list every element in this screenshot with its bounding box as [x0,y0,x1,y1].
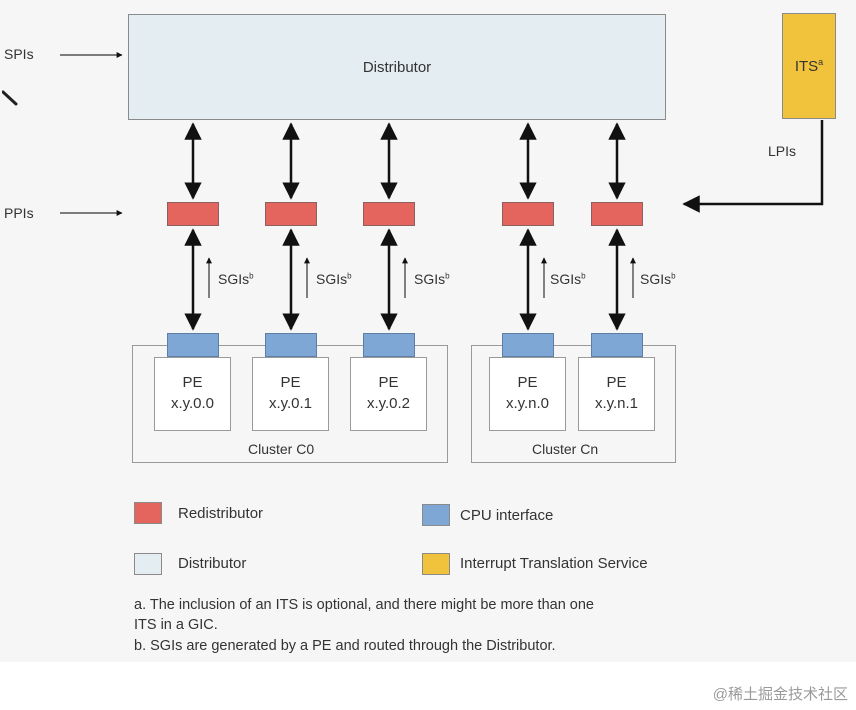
cpu-interface-5 [591,333,643,357]
ppis-label: PPIs [4,205,34,221]
sgi-label-4: SGIsb [550,271,586,287]
pe-id: x.y.n.0 [505,395,550,412]
sgi-footnote-mark: b [671,271,676,281]
pe-x-y-n-0: PE x.y.n.0 [489,357,566,431]
legend-swatch-its [422,553,450,575]
sgi-footnote-mark: b [249,271,254,281]
connector-arrows [60,52,824,331]
its-text: ITS [794,58,819,75]
redistributor-5 [591,202,643,226]
cluster-c0-label: Cluster C0 [248,441,315,457]
cluster-cn-label: Cluster Cn [532,441,599,457]
redistributor-4 [502,202,554,226]
sgi-label-3: SGIsb [414,271,450,287]
footnote-b: b. SGIs are generated by a PE and routed… [134,638,556,654]
pe-title: PE [378,374,399,391]
its-block: ITSa [782,13,836,119]
legend-swatch-redistributor [134,502,162,524]
sgi-label-5: SGIsb [640,271,676,287]
its-footnote-mark: a [818,57,824,67]
legend-swatch-distributor [134,553,162,575]
pe-x-y-n-1: PE x.y.n.1 [578,357,655,431]
sgi-footnote-mark: b [445,271,450,281]
sgi-text: SGIs [640,271,672,287]
its-lpi-arrow [682,120,824,213]
sgi-text: SGIs [414,271,446,287]
cpu-interface-3 [363,333,415,357]
cpu-interface-2 [265,333,317,357]
cluster-cn [471,345,676,463]
footnote-a-line1: a. The inclusion of an ITS is optional, … [134,597,594,613]
pe-id: x.y.0.0 [170,395,215,412]
pe-x-y-0-0: PE x.y.0.0 [154,357,231,431]
watermark: @稀土掘金技术社区 [712,686,848,703]
redistributor-3 [363,202,415,226]
bottom-strip [0,662,856,710]
legend-label-distributor: Distributor [178,555,247,572]
pe-x-y-0-1: PE x.y.0.1 [252,357,329,431]
its-label: ITSa [783,57,835,75]
spis-label: SPIs [4,46,34,62]
redistributor-2 [265,202,317,226]
pe-title: PE [517,374,538,391]
legend-swatch-cpu-interface [422,504,450,526]
sgi-text: SGIs [218,271,250,287]
footnote-a-line2: ITS in a GIC. [134,617,218,633]
lpis-label: LPIs [768,143,797,159]
pe-id: x.y.n.1 [594,395,639,412]
legend-label-cpu-interface: CPU interface [460,507,554,524]
sgi-footnote-mark: b [581,271,586,281]
pe-id: x.y.0.2 [366,395,411,412]
sgi-text: SGIs [316,271,348,287]
legend-label-its: Interrupt Translation Service [460,555,648,572]
pen-icon [2,90,18,106]
pe-id: x.y.0.1 [268,395,313,412]
distributor-block: Distributor [128,14,666,120]
legend-label-redistributor: Redistributor [178,505,264,522]
redistributor-1 [167,202,219,226]
pe-title: PE [182,374,203,391]
pe-title: PE [606,374,627,391]
sgi-footnote-mark: b [347,271,352,281]
pe-x-y-0-2: PE x.y.0.2 [350,357,427,431]
sgi-label-2: SGIsb [316,271,352,287]
pe-title: PE [280,374,301,391]
sgi-label-1: SGIsb [218,271,254,287]
cpu-interface-4 [502,333,554,357]
cpu-interface-1 [167,333,219,357]
distributor-label: Distributor [362,59,432,76]
sgi-text: SGIs [550,271,582,287]
